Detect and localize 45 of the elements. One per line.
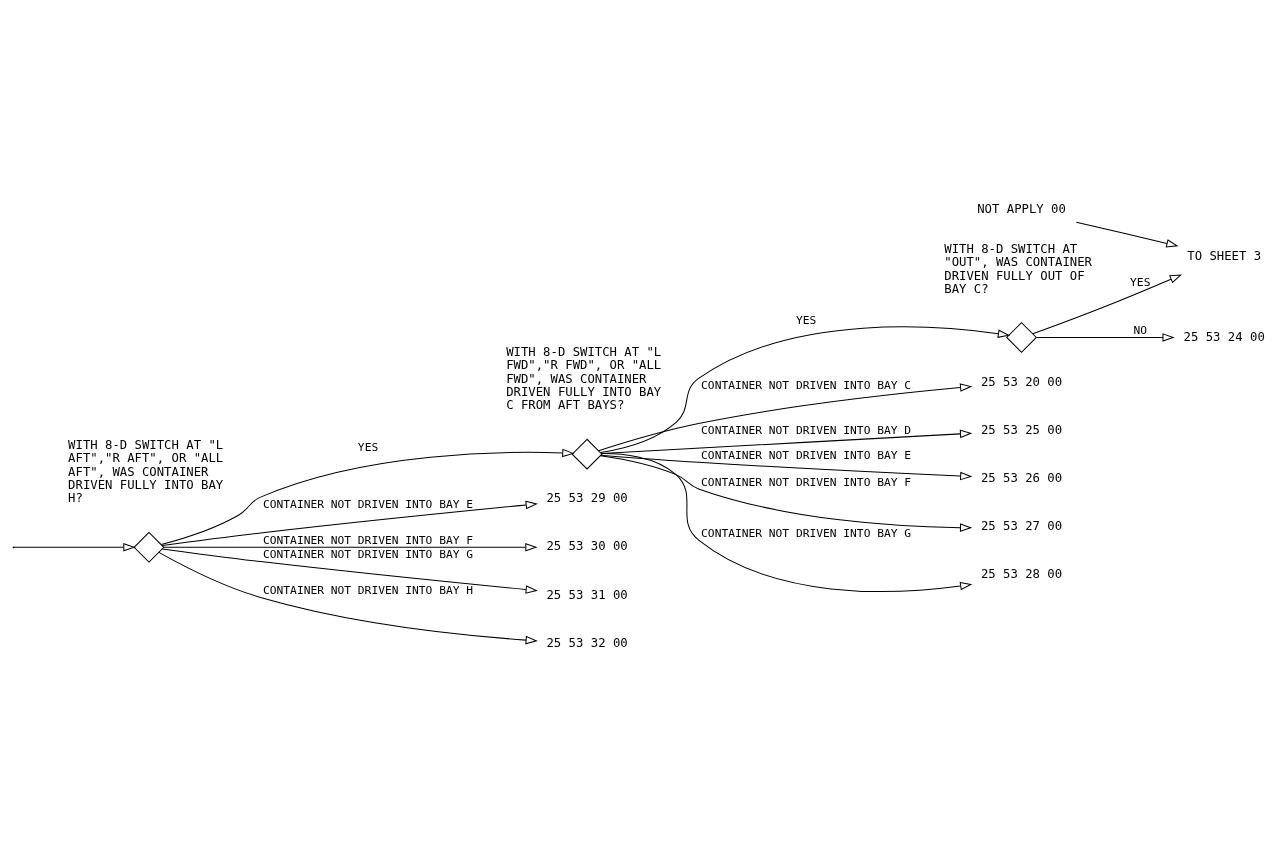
arrow <box>163 542 538 552</box>
arrow <box>1036 332 1175 342</box>
edge-label: CONTAINER NOT DRIVEN INTO BAY H <box>263 583 474 597</box>
node-diamond <box>133 531 165 563</box>
arrow <box>1032 274 1182 334</box>
edge-label: CONTAINER NOT DRIVEN INTO BAY F <box>263 533 474 547</box>
node-text: 25 53 30 00 <box>546 538 628 553</box>
node-text: 25 53 27 00 <box>980 518 1063 533</box>
node-text: TO SHEET 3 <box>1187 248 1262 263</box>
node-text: 25 53 25 00 <box>980 422 1063 437</box>
arrow <box>160 448 575 545</box>
edge-label: CONTAINER NOT DRIVEN INTO BAY G <box>701 526 912 540</box>
edge-label: YES <box>795 313 817 327</box>
edge-label: CONTAINER NOT DRIVEN INTO BAY F <box>701 475 912 489</box>
node-text: 25 53 26 00 <box>980 470 1063 485</box>
node-text: 25 53 24 00 <box>1183 329 1265 344</box>
node-label: WITH 8-D SWITCH AT "L AFT","R AFT", OR "ALL AFT", WAS CONTAINER DRIVEN FULLY INTO BAY H? <box>68 437 224 505</box>
edge-label: YES <box>357 440 379 454</box>
node-text: 25 53 29 00 <box>546 490 628 505</box>
node-text: 25 53 20 00 <box>980 374 1063 389</box>
arrow <box>599 454 973 532</box>
node-text: 25 53 28 00 <box>980 566 1063 581</box>
node-text: 25 53 32 00 <box>546 635 628 650</box>
arrow <box>161 547 538 594</box>
arrow <box>601 452 973 592</box>
arrow <box>1075 221 1179 248</box>
arrow <box>600 325 1011 453</box>
node-text: 25 53 31 00 <box>546 587 628 602</box>
node-diamond <box>571 438 603 470</box>
edge-label: CONTAINER NOT DRIVEN INTO BAY E <box>701 448 912 462</box>
arrow <box>13 542 136 552</box>
arrow <box>161 500 538 546</box>
arrow <box>598 382 973 451</box>
edge-label: YES <box>1130 275 1151 289</box>
edge-label: CONTAINER NOT DRIVEN INTO BAY C <box>701 378 912 392</box>
node-diamond <box>1005 321 1038 353</box>
node-label: WITH 8-D SWITCH AT "L FWD","R FWD", OR "ALL FWD", WAS CONTAINER DRIVEN FULLY INTO BAY C FROM AFT BAYS? <box>506 344 662 412</box>
edge-label: CONTAINER NOT DRIVEN INTO BAY G <box>263 547 474 561</box>
edge-label: CONTAINER NOT DRIVEN INTO BAY D <box>701 423 912 437</box>
arrow <box>158 551 538 644</box>
edge-label: NO <box>1133 323 1148 337</box>
node-text: NOT APPLY 00 <box>977 201 1066 216</box>
node-label: WITH 8-D SWITCH AT "OUT", WAS CONTAINER DRIVEN FULLY OUT OF BAY C? <box>944 241 1092 296</box>
edge-label: CONTAINER NOT DRIVEN INTO BAY E <box>263 497 474 511</box>
arrow <box>601 429 973 454</box>
